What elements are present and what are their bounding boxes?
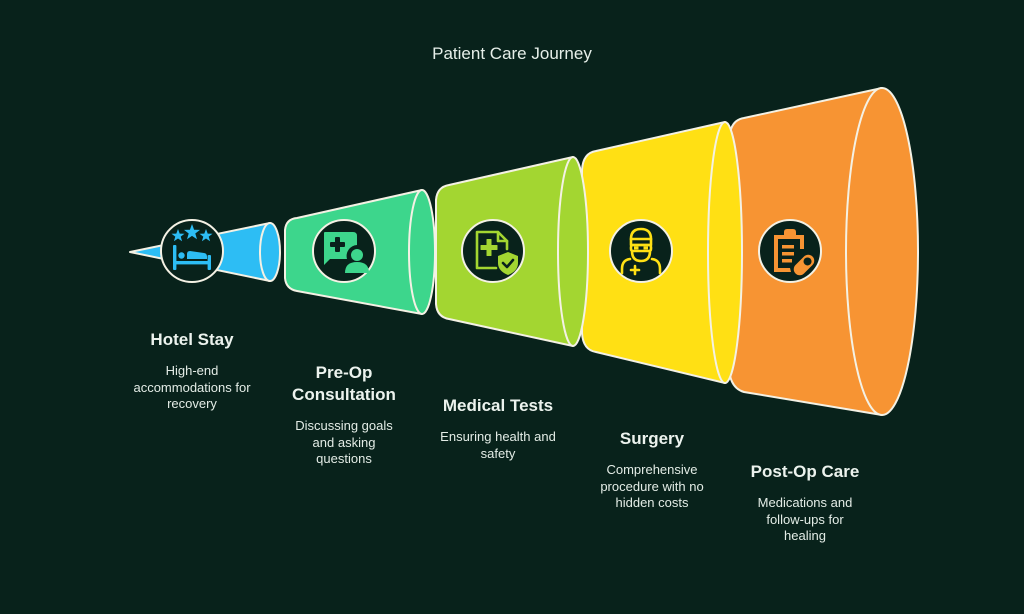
medical-consultation-icon	[324, 232, 369, 273]
medical-document-shield-icon	[475, 230, 518, 275]
stage-description: Medications and follow-ups for healing	[757, 495, 853, 543]
stage-badge-medical-tests	[461, 219, 525, 283]
stage-label-post-op-care: Post-Op Care Medications and follow-ups …	[715, 461, 895, 545]
stage-title: Medical Tests	[442, 396, 554, 415]
stage-badge-hotel-stay	[160, 219, 224, 283]
stage-description: Comprehensive procedure with no hidden c…	[600, 462, 704, 510]
segment-end-cap	[557, 156, 589, 347]
stage-description: High-end accommodations for recovery	[133, 363, 251, 411]
stage-description: Discussing goals and asking questions	[295, 418, 393, 466]
segment-end-cap	[259, 222, 281, 282]
stage-description: Ensuring health and safety	[440, 429, 556, 461]
star-icon	[171, 229, 185, 242]
stage-badge-post-op-care	[758, 219, 822, 283]
stage-label-surgery: Surgery Comprehensive procedure with no …	[562, 428, 742, 512]
stage-badge-pre-op-consultation	[312, 219, 376, 283]
diagram-title: Patient Care Journey	[432, 44, 592, 63]
segment-end-cap	[408, 189, 436, 315]
stage-label-pre-op-consultation: Pre-Op Consultation Discussing goals and…	[254, 362, 434, 468]
stage-title: Pre-Op Consultation	[292, 363, 396, 404]
stage-label-medical-tests: Medical Tests Ensuring health and safety	[408, 395, 588, 462]
stage-title: Post-Op Care	[750, 462, 860, 481]
star-icon	[184, 224, 200, 240]
prescription-clipboard-pill-icon	[774, 229, 815, 276]
star-icon	[199, 229, 213, 242]
segment-end-cap	[707, 121, 743, 384]
stage-segment-post-op-care	[728, 87, 919, 416]
stage-badge-surgery	[609, 219, 673, 283]
surgeon-icon	[620, 227, 662, 276]
stage-label-hotel-stay: Hotel Stay High-end accommodations for r…	[102, 329, 282, 413]
segment-end-cap	[845, 87, 919, 416]
stage-title: Hotel Stay	[150, 330, 234, 349]
hotel-bed-stars-icon	[171, 224, 213, 270]
stage-title: Surgery	[619, 429, 685, 448]
